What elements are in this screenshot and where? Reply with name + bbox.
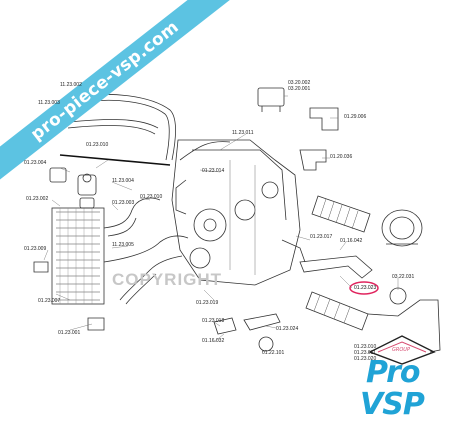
part-label: 01.16.032 — [202, 338, 225, 344]
part-label: 11.23.004 — [112, 178, 134, 184]
part-label: 01.23.018 — [202, 318, 225, 324]
bracket — [299, 149, 327, 171]
logo-group-text: GROUP — [392, 347, 410, 353]
logo-pro-text: Pro — [366, 355, 420, 390]
bracket — [33, 261, 49, 273]
part-label: 11.23.002 — [60, 82, 82, 88]
provsp-logo-mark — [368, 335, 436, 365]
part-label: 01.23.007 — [38, 298, 61, 304]
part-label: 01.20.036 — [330, 154, 353, 160]
part-label: 01.23.017 — [310, 234, 333, 240]
air-filter — [381, 209, 423, 247]
upper-hose — [67, 125, 156, 135]
copyright-watermark: COPYRIGHT — [112, 270, 223, 289]
lower-hose — [107, 217, 137, 237]
cable — [59, 154, 171, 166]
bracket — [87, 317, 105, 331]
part-label: 01.23.009 — [24, 246, 47, 252]
part-label: 03.20.002 — [288, 80, 311, 86]
part-label-highlighted: 01.23.023 — [354, 285, 377, 291]
lower-hose — [103, 235, 189, 263]
relay-box-clip — [261, 106, 281, 112]
part-label: 01.23.002 — [26, 196, 49, 202]
part-label: 01.23.024 — [276, 326, 299, 332]
part-label: 01.23.003 — [112, 200, 135, 206]
engine-block — [171, 139, 306, 286]
air-intake-hose — [311, 195, 371, 233]
sensor — [82, 173, 92, 183]
part-label: 01.23.001 — [58, 330, 81, 336]
part-label: 01.16.042 — [340, 238, 363, 244]
part-label: 01.23.010 — [354, 344, 377, 350]
upper-hose — [85, 99, 170, 161]
part-label: 03.22.031 — [392, 274, 415, 280]
exhaust-bracket — [299, 255, 373, 279]
part-label: 01.29.006 — [344, 114, 367, 120]
expansion-tank — [49, 167, 67, 183]
part-label: 11.23.011 — [232, 130, 254, 136]
part-label: 03.20.001 — [288, 86, 311, 92]
part-label: 01.23.020 — [354, 356, 377, 362]
lower-hose — [103, 197, 161, 229]
part-label: 01.23.010 — [86, 142, 109, 148]
part-label: 01.22.101 — [262, 350, 285, 356]
part-label: 01.23.011 — [354, 350, 376, 356]
logo-vsp-text: VSP — [360, 387, 425, 422]
rubber-mount — [389, 287, 407, 305]
bracket — [213, 317, 237, 335]
relay-box — [257, 87, 285, 107]
thermostat-housing — [77, 174, 97, 196]
highlight-circle — [349, 281, 379, 295]
upper-hose — [69, 119, 159, 129]
lower-hose — [119, 255, 183, 301]
rubber-mount — [258, 336, 274, 352]
part-label: 01.23.014 — [202, 168, 225, 174]
part-label: 01.23.010 — [140, 194, 163, 200]
part-label: 01.23.019 — [196, 300, 219, 306]
exhaust-pipe — [305, 291, 441, 353]
bypass-hose — [179, 141, 231, 161]
radiator — [51, 197, 105, 305]
part-label: 01.23.004 — [24, 160, 47, 166]
part-label: 11.23.003 — [38, 100, 60, 106]
bracket — [309, 107, 339, 131]
bracket — [243, 313, 281, 331]
lower-hose — [125, 273, 157, 305]
part-label: 11.23.005 — [112, 242, 134, 248]
